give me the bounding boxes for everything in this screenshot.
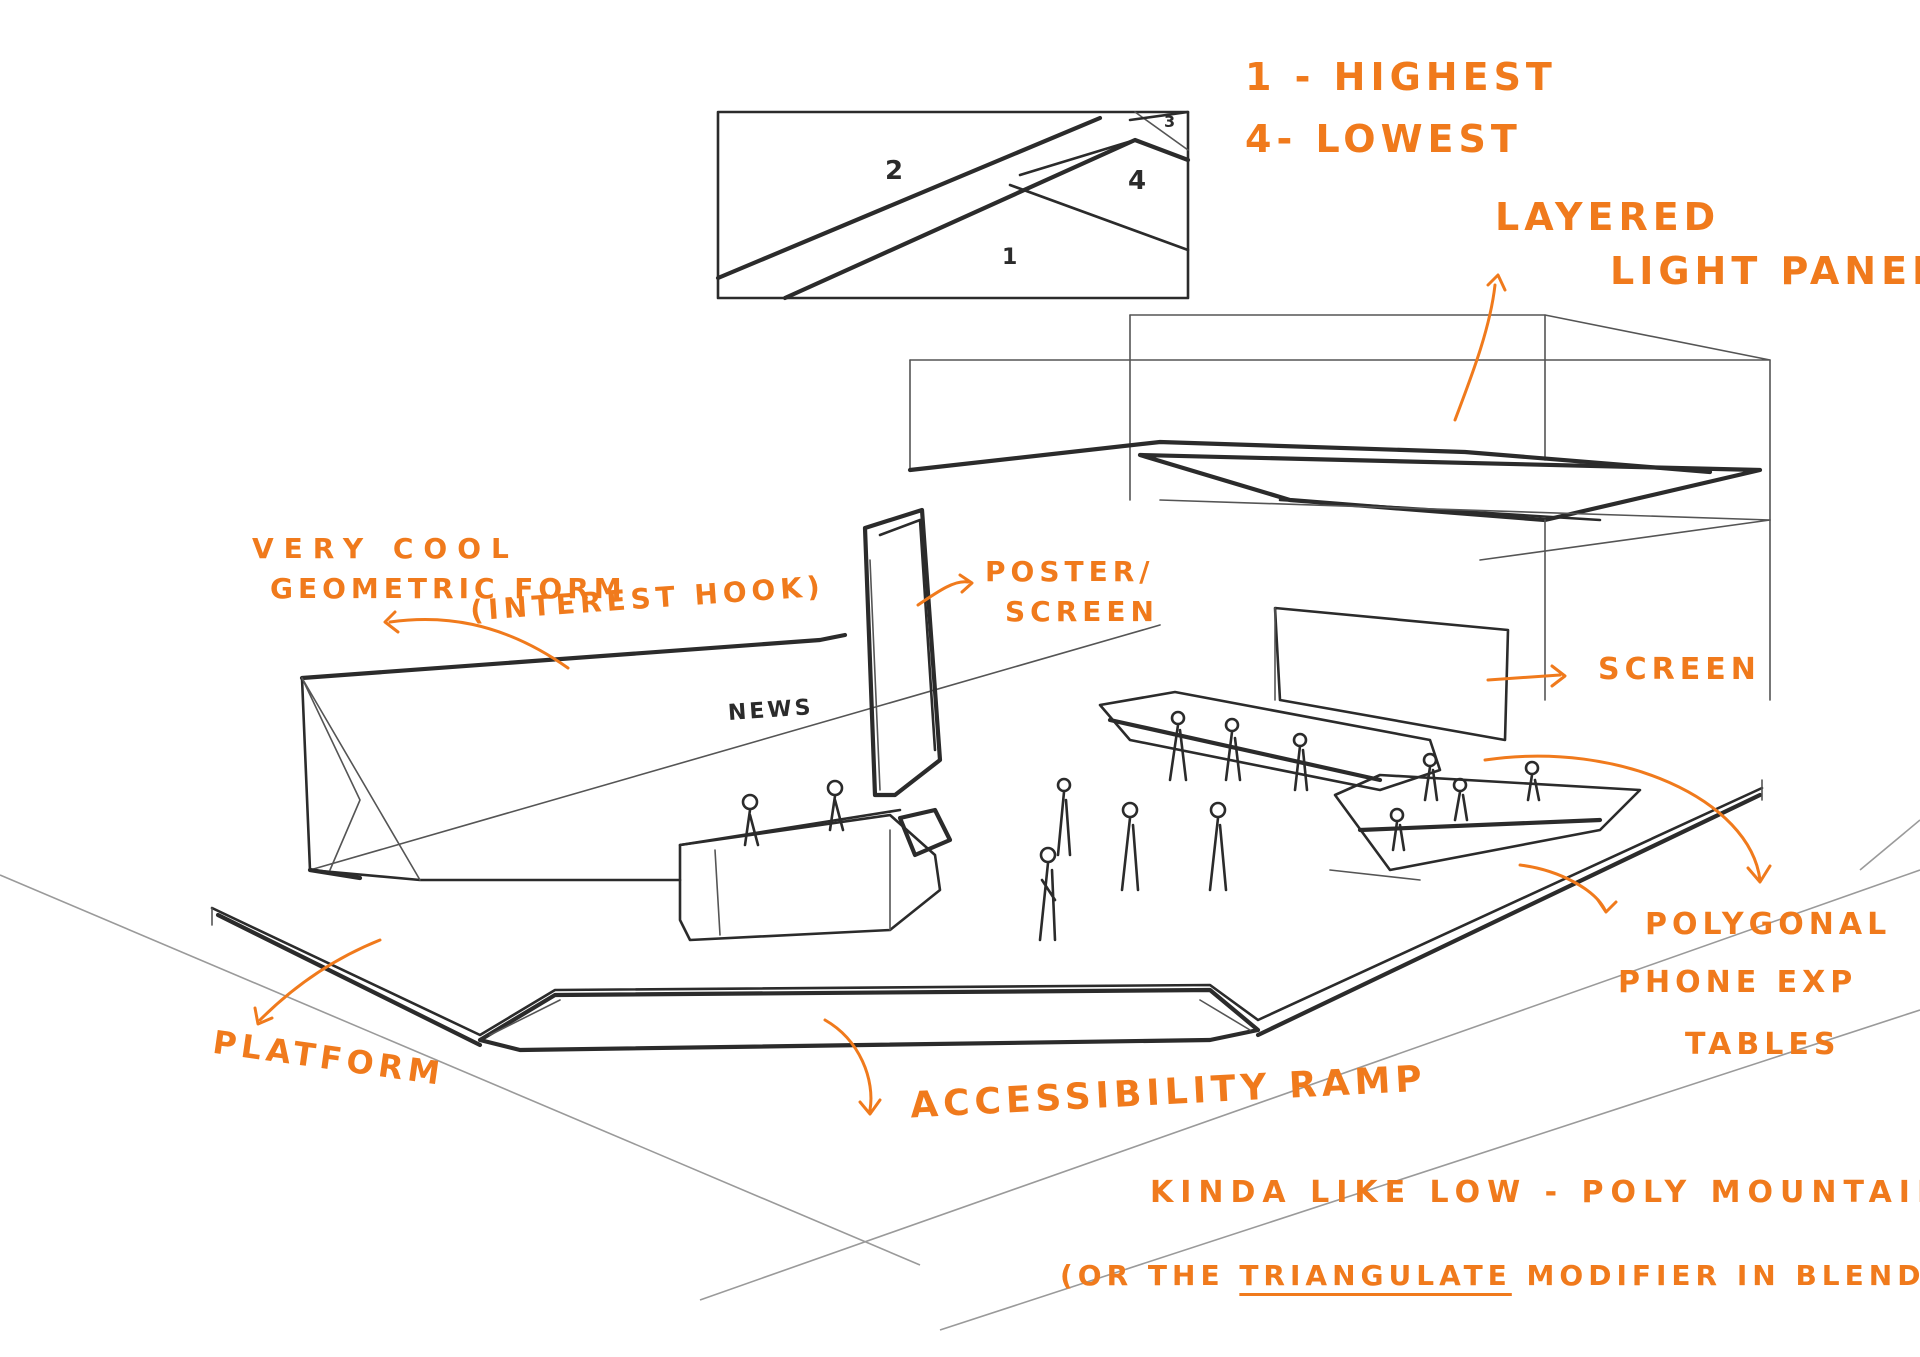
annotation-arrows [255,275,1770,1114]
very-cool-label: VERY COOL [252,535,519,563]
low-poly-note-line2: (OR THE TRIANGULATE MODIFIER IN BLENDER) [1060,1262,1920,1290]
back-screen-drawing [1275,608,1508,740]
ground-lines [0,820,1920,1330]
low-poly-note-line1: KINDA LIKE LOW - POLY MOUNTAINS [1150,1178,1920,1208]
light-panel-label: LIGHT PANEL [1610,252,1920,290]
layered-label: LAYERED [1495,198,1720,236]
panel-number-4: 4 [1128,168,1146,194]
panel-legend-drawing [718,112,1188,298]
platform-drawing [212,780,1762,1050]
geometric-form-drawing [302,625,1160,880]
panel-number-1: 1 [1002,247,1017,269]
poster-screen-label: SCREEN [1005,598,1159,626]
phone-exp-label: PHONE EXP [1618,968,1857,998]
news-label: NEWS [727,697,814,725]
layered-light-panel-drawing [910,315,1770,700]
legend-highest-text: 1 - HIGHEST [1245,58,1557,96]
panel-number-2: 2 [885,158,903,184]
poster-screen-drawing [865,510,940,795]
triangulate-keyword: TRIANGULATE [1239,1259,1511,1292]
poster-label: POSTER/ [985,558,1155,586]
screen-label: SCREEN [1598,655,1761,685]
note-line2-suffix: MODIFIER IN BLENDER) [1512,1259,1920,1292]
note-line2-prefix: (OR THE [1060,1259,1239,1292]
tables-label: TABLES [1685,1030,1840,1060]
reception-desk-drawing [680,810,950,940]
legend-lowest-text: 4- LOWEST [1245,120,1522,158]
panel-number-3: 3 [1164,114,1175,130]
phone-tables-drawing [1100,692,1640,880]
polygonal-label: POLYGONAL [1645,910,1891,940]
